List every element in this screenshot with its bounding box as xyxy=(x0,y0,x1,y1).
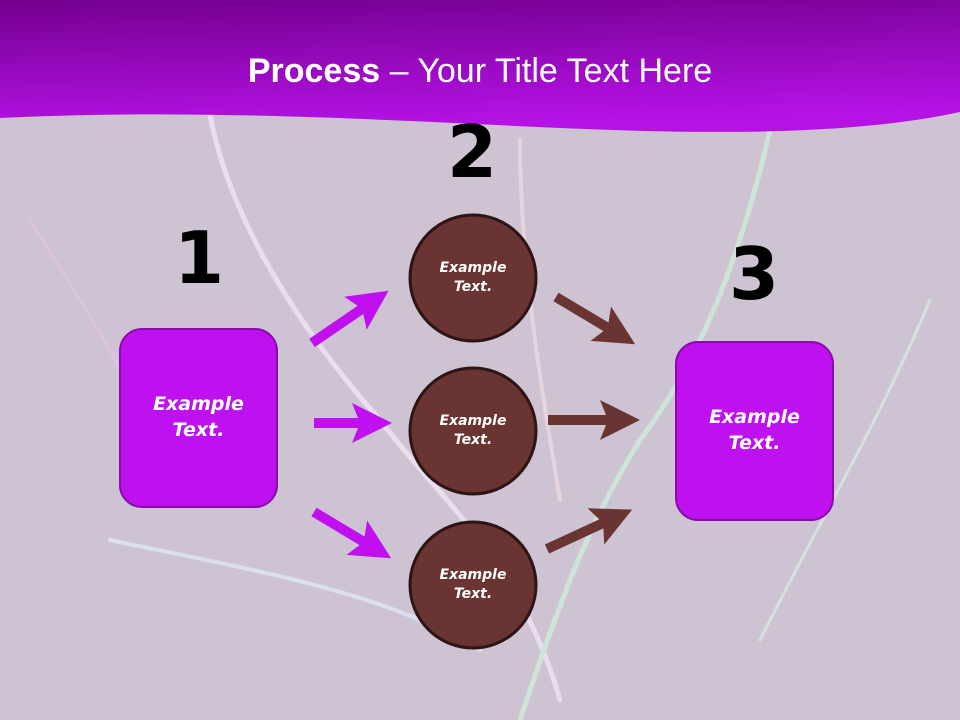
arrow-1-to-circle-3 xyxy=(311,507,392,559)
arrow-circle-3-to-3 xyxy=(544,508,633,554)
arrow-circle-1-to-3 xyxy=(553,292,636,345)
circle-1-text: Example Text. xyxy=(439,260,507,295)
title-rest: – Your Title Text Here xyxy=(380,52,713,90)
title-bold: Process xyxy=(247,52,381,90)
circle-3-text: Example Text. xyxy=(439,567,507,602)
arrow-1-to-circle-1 xyxy=(309,290,389,348)
step-number-3: 3 xyxy=(728,232,780,316)
circle-3[interactable] xyxy=(408,520,538,650)
left-box[interactable] xyxy=(119,328,278,508)
circle-1[interactable] xyxy=(408,213,538,343)
step-number-2: 2 xyxy=(446,110,498,194)
left-box-text: Example Text. xyxy=(153,393,244,441)
step-number-1: 1 xyxy=(173,216,225,300)
right-box-text: Example Text. xyxy=(709,406,800,454)
circle-2[interactable] xyxy=(408,366,538,496)
slide-title: Process – Your Title Text Here xyxy=(0,52,960,91)
right-box[interactable] xyxy=(675,341,834,521)
header-band xyxy=(0,0,960,132)
circle-2-text: Example Text. xyxy=(439,413,507,448)
